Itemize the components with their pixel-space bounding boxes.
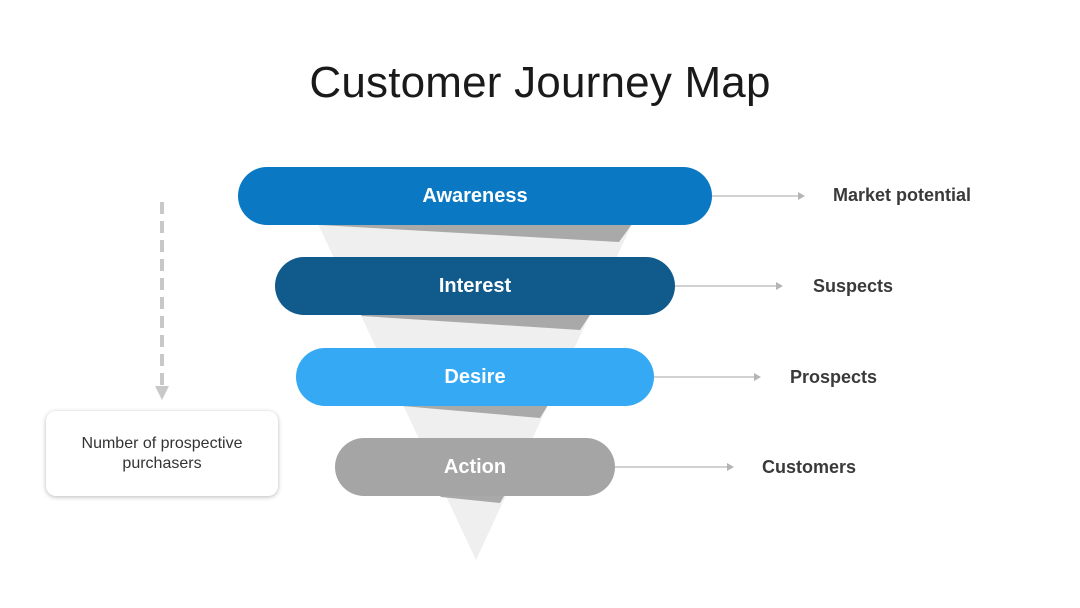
stage-label: Desire: [444, 365, 506, 388]
connector-arrow-1: [712, 192, 805, 200]
stage-label: Action: [443, 455, 507, 478]
stage-action: Action: [335, 438, 615, 496]
stage-interest: Interest: [275, 257, 675, 315]
stage-awareness: Awareness: [238, 167, 712, 225]
down-arrow-icon: [155, 202, 169, 400]
stage-label: Awareness: [422, 184, 528, 207]
connector-arrow-4: [615, 463, 734, 471]
stage-label: Interest: [438, 274, 512, 297]
funnel-shade-4: [440, 496, 504, 503]
outcome-market-potential: Market potential: [833, 185, 972, 205]
outcome-customers: Customers: [762, 457, 857, 477]
note-box: Number of prospective purchasers: [46, 411, 278, 496]
stage-desire: Desire: [296, 348, 654, 406]
connector-arrow-3: [654, 373, 761, 381]
note-text: Number of prospective purchasers: [81, 434, 243, 472]
funnel-shade-2: [361, 315, 590, 330]
connector-arrow-2: [675, 282, 783, 290]
funnel-shade-1: [318, 224, 632, 242]
page-title: Customer Journey Map: [309, 58, 771, 107]
outcome-prospects: Prospects: [790, 367, 878, 387]
outcome-suspects: Suspects: [813, 276, 894, 296]
funnel-shade-3: [401, 405, 548, 418]
